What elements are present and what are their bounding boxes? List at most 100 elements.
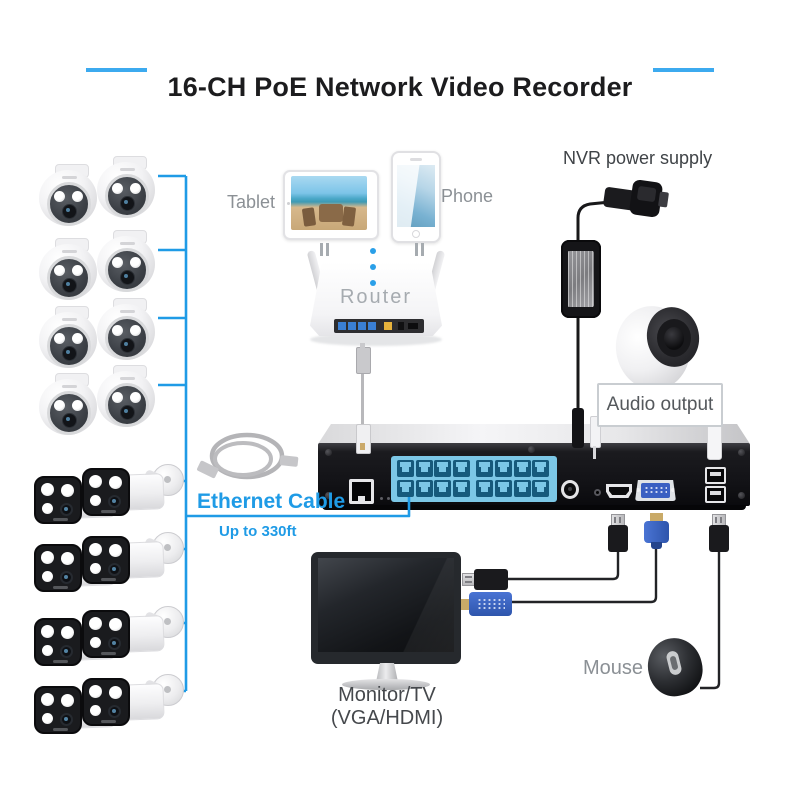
dome-camera — [36, 164, 106, 226]
camera-lens-icon — [60, 503, 73, 516]
tablet — [283, 170, 379, 240]
ir-led-icon — [54, 265, 65, 276]
brand-mark — [62, 318, 77, 321]
power-adapter-brick — [561, 240, 601, 318]
ir-led-icon — [89, 685, 102, 698]
poe-port — [452, 460, 470, 477]
poe-port — [397, 480, 414, 497]
ir-led-icon — [41, 551, 54, 564]
camera-face — [105, 174, 149, 218]
ir-led-icon — [54, 400, 65, 411]
ethernet-cable-coil — [197, 432, 299, 480]
tablet-screen — [291, 176, 367, 230]
camera-face — [82, 468, 130, 516]
ir-led-icon — [130, 257, 141, 268]
rj45-connector-nvr — [356, 424, 371, 454]
ir-led-icon — [42, 713, 53, 724]
ir-led-icon — [61, 626, 74, 639]
camera-face — [47, 182, 91, 226]
camera-face — [82, 678, 130, 726]
ir-led-icon — [61, 552, 74, 565]
speaker — [610, 300, 704, 395]
camera-lens-icon — [62, 346, 77, 361]
brand-mark — [62, 176, 77, 179]
camera-lens-icon — [108, 563, 121, 576]
brand-mark — [101, 578, 116, 581]
bullet-camera — [82, 456, 184, 522]
ir-led-icon — [130, 325, 141, 336]
poe-port — [415, 480, 433, 497]
poe-port — [476, 480, 494, 497]
camera-face — [82, 536, 130, 584]
speaker-core — [664, 327, 684, 350]
title-dash-left — [86, 68, 147, 72]
camera-lens-icon — [108, 705, 121, 718]
camera-lens-icon — [62, 413, 77, 428]
ir-led-icon — [112, 392, 123, 403]
ir-led-icon — [61, 694, 74, 707]
ir-led-icon — [112, 325, 123, 336]
camera-lens-icon — [62, 278, 77, 293]
ir-led-icon — [41, 625, 54, 638]
camera-face — [34, 686, 82, 734]
poe-port — [434, 480, 452, 497]
ir-led-icon — [42, 571, 53, 582]
ir-led-icon — [72, 191, 83, 202]
mouse-label: Mouse — [583, 657, 644, 679]
ir-led-icon — [89, 475, 102, 488]
monitor-screen — [318, 558, 454, 652]
ethernet-range-label: Up to 330ft — [219, 523, 297, 540]
ir-led-icon — [41, 693, 54, 706]
beach-table-graphic — [319, 204, 343, 222]
wireless-signal-icon — [320, 243, 330, 256]
brand-mark — [53, 660, 68, 663]
nvr-bottom-edge — [322, 505, 746, 510]
brand-mark — [53, 518, 68, 521]
bullet-camera — [82, 598, 184, 664]
audio-usb-connector — [707, 424, 722, 460]
camera-lens-icon — [120, 196, 135, 211]
bullet-camera — [82, 666, 184, 732]
camera-lens-icon — [62, 204, 77, 219]
dome-camera — [94, 298, 164, 360]
camera-face — [105, 383, 149, 427]
usb-monitor-cable — [506, 550, 620, 581]
ir-led-icon — [90, 495, 101, 506]
phone — [391, 151, 441, 243]
dome-camera — [94, 156, 164, 218]
camera-face — [82, 610, 130, 658]
ir-led-icon — [130, 183, 141, 194]
camera-lens-icon — [60, 645, 73, 658]
poe-port — [532, 460, 550, 477]
brand-mark — [62, 250, 77, 253]
ir-led-icon — [109, 686, 122, 699]
brand-mark — [120, 377, 135, 380]
ir-led-icon — [112, 183, 123, 194]
title-dash-right — [653, 68, 714, 72]
dome-camera-row — [34, 357, 194, 435]
camera-face — [105, 316, 149, 360]
brand-mark — [120, 168, 135, 171]
camera-face — [47, 256, 91, 300]
phone-screen — [397, 165, 435, 227]
audio-out-jack — [594, 489, 601, 496]
screw-icon — [325, 492, 332, 499]
camera-bus-lines — [158, 174, 411, 693]
ethernet-cable-line — [186, 497, 411, 518]
ir-led-icon — [112, 257, 123, 268]
camera-face — [47, 391, 91, 435]
wireless-dot-icon — [370, 280, 376, 286]
adapter-sticker — [568, 251, 594, 307]
ir-led-icon — [42, 503, 53, 514]
brand-mark — [53, 728, 68, 731]
ir-led-icon — [54, 333, 65, 344]
vga-plug-to-nvr — [644, 513, 669, 549]
ir-led-icon — [90, 637, 101, 648]
monitor-stand-base — [342, 679, 430, 690]
dome-camera — [36, 238, 106, 300]
poe-port — [495, 460, 512, 477]
ir-led-icon — [109, 618, 122, 631]
tablet-label: Tablet — [227, 192, 276, 212]
monitor-label-line1: Monitor/TV — [338, 684, 436, 706]
